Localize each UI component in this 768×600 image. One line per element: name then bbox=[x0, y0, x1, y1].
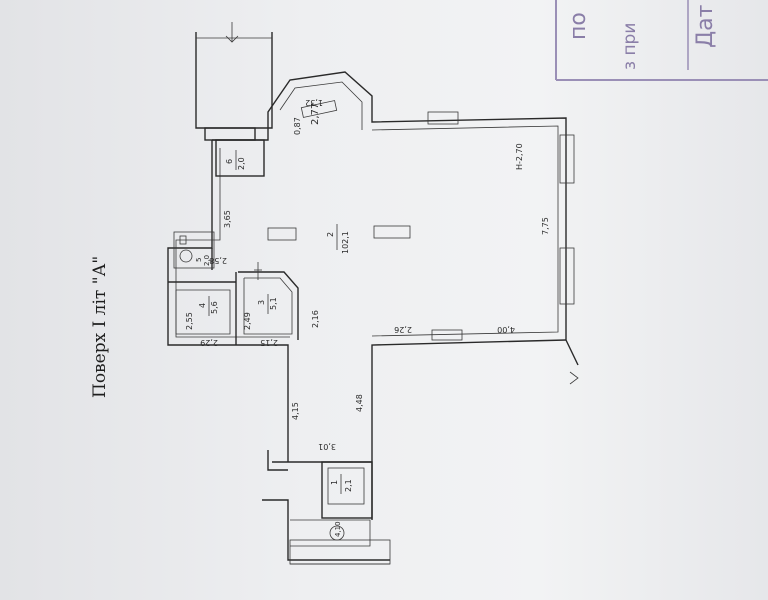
plan-title: Поверх I літ "А" bbox=[90, 256, 110, 398]
room-label-6: 6 2,0 bbox=[225, 150, 246, 170]
dim-0-87: 0,87 bbox=[293, 117, 302, 135]
dim-2-58: 2,58 bbox=[209, 256, 227, 265]
room-number: 4 bbox=[198, 303, 207, 308]
dim-2-15: 2,15 bbox=[260, 338, 278, 347]
dim-4-48: 4,48 bbox=[355, 394, 364, 412]
dim-1-32: 1,32 bbox=[305, 98, 323, 107]
dim-2-77: 2,77 bbox=[310, 103, 321, 125]
room-area: 5,1 bbox=[269, 297, 278, 310]
stamp: по з при Дат bbox=[555, 0, 768, 81]
room-area: 2,1 bbox=[344, 479, 353, 492]
room-label-2: 2 102,1 bbox=[326, 224, 350, 254]
dim-2-16: 2,16 bbox=[311, 310, 320, 328]
dim-4-10: 4,10 bbox=[334, 521, 342, 537]
entrance bbox=[262, 450, 391, 565]
dim-3-01: 3,01 bbox=[318, 442, 336, 451]
height-label: Н-2,70 bbox=[515, 143, 524, 170]
room-label-3: 3 5,1 bbox=[257, 294, 278, 314]
dim-3-65: 3,65 bbox=[223, 210, 232, 228]
room-area: 5,6 bbox=[210, 301, 219, 314]
dim-4-15: 4,15 bbox=[291, 402, 300, 420]
room-number: 3 bbox=[257, 300, 266, 305]
stamp-text-2: з при bbox=[620, 23, 640, 70]
room-area: 2,0 bbox=[237, 157, 246, 170]
room-label-5: 5 2,0 bbox=[195, 255, 211, 266]
main-walls bbox=[167, 71, 579, 520]
dim-2-26: 2,26 bbox=[394, 325, 412, 334]
room-label-4: 4 5,6 bbox=[198, 296, 219, 316]
dim-2-55: 2,55 bbox=[185, 312, 194, 330]
dim-2-49: 2,49 bbox=[243, 312, 252, 330]
room-number: 1 bbox=[330, 480, 339, 485]
small-rooms bbox=[168, 139, 299, 345]
room-number: 5 bbox=[195, 258, 203, 262]
dim-2-29: 2,29 bbox=[200, 338, 218, 347]
room-number: 6 bbox=[225, 159, 234, 164]
room-number: 2 bbox=[326, 232, 335, 237]
dim-7-75: 7,75 bbox=[541, 217, 550, 235]
room-area: 102,1 bbox=[341, 231, 350, 254]
dim-4-00: 4,00 bbox=[497, 325, 515, 334]
stamp-text-3: Дат bbox=[693, 4, 718, 48]
top-annex bbox=[195, 22, 273, 141]
stamp-text-1: по bbox=[566, 12, 591, 40]
room-label-1: 1 2,1 bbox=[330, 474, 353, 494]
room-area: 2,0 bbox=[203, 255, 211, 266]
